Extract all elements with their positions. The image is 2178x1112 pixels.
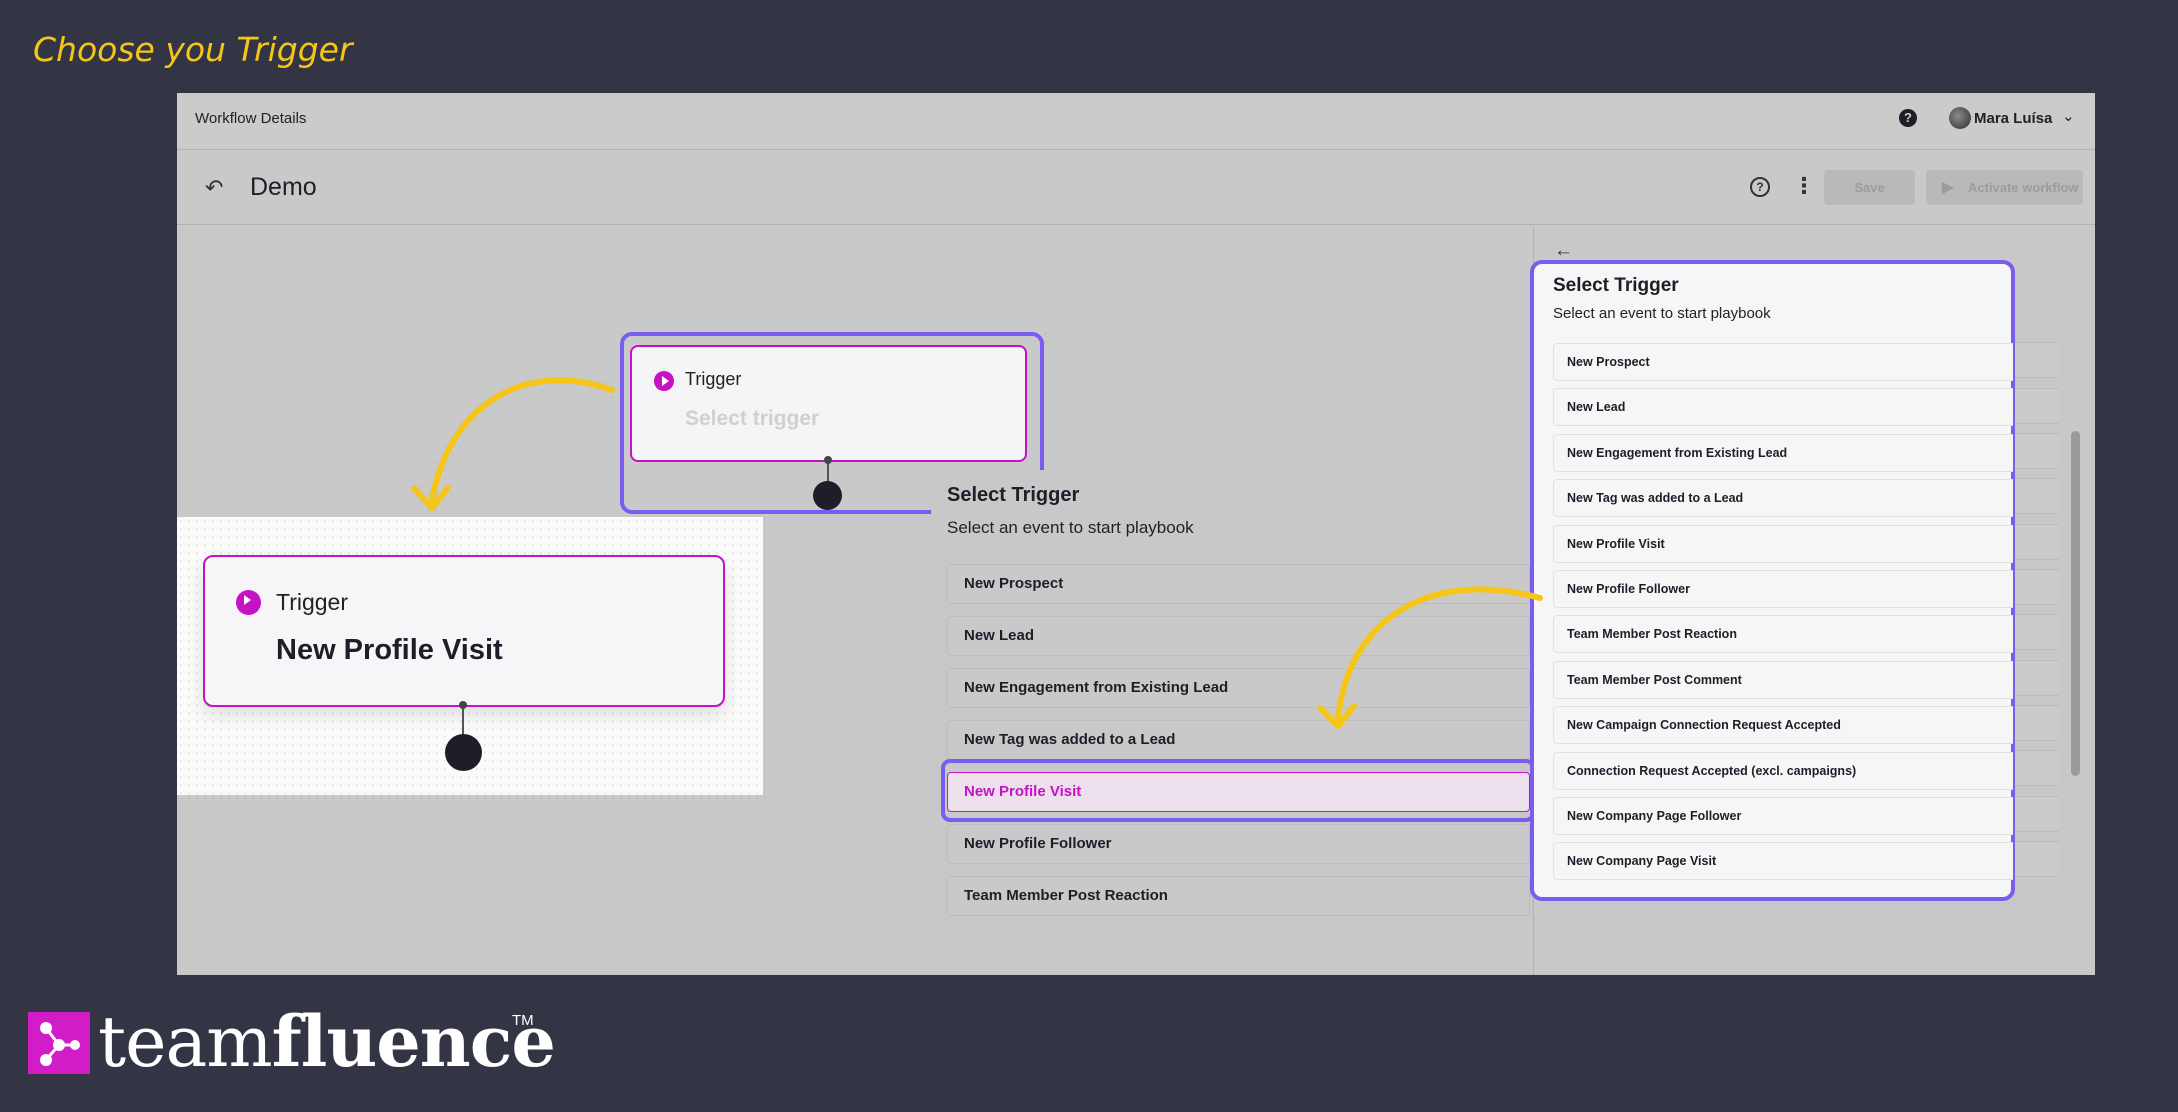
right-list-item[interactable]: Team Member Post Reaction (1553, 615, 2013, 653)
avatar[interactable] (1949, 107, 1971, 129)
brand-wordmark: teamfluence (98, 1000, 556, 1084)
right-list-item[interactable]: New Engagement from Existing Lead (1553, 434, 2013, 472)
right-list-item[interactable]: Connection Request Accepted (excl. campa… (1553, 752, 2013, 790)
panel-back-icon[interactable]: ← (1554, 240, 1573, 261)
page-headline: Choose you Trigger (33, 30, 353, 69)
middle-list-item[interactable]: New Profile Follower (947, 824, 1530, 864)
right-list-item[interactable]: New Company Page Follower (1553, 797, 2013, 835)
zoom-add-step-handle (445, 734, 482, 771)
back-icon[interactable]: ↶ (205, 175, 224, 200)
zoom-connector (462, 707, 464, 740)
trademark-mark: TM (512, 1012, 534, 1029)
topbar-title: Workflow Details (195, 110, 307, 127)
user-name[interactable]: Mara Luísa (1974, 110, 2053, 127)
zoom-connector-knob (459, 701, 467, 709)
workflow-name: Demo (250, 173, 317, 201)
zoom-trigger-value: New Profile Visit (276, 634, 503, 666)
right-list-item[interactable]: New Profile Follower (1553, 570, 2013, 608)
chevron-down-icon[interactable]: ⌄ (2062, 108, 2075, 125)
trigger-node-label: Trigger (685, 369, 742, 389)
question-icon[interactable]: ? (1750, 177, 1770, 197)
middle-list-item-selected[interactable]: New Profile Visit (947, 772, 1530, 812)
trigger-play-icon (654, 371, 674, 391)
right-list-item[interactable]: New Campaign Connection Request Accepted (1553, 706, 2013, 744)
brand-logo-icon (28, 1012, 90, 1074)
add-step-handle[interactable] (813, 481, 842, 510)
middle-list-item[interactable]: New Lead (947, 616, 1530, 656)
activate-workflow-button[interactable]: ▶ Activate workflow (1926, 170, 2083, 205)
middle-list-item[interactable]: New Engagement from Existing Lead (947, 668, 1530, 708)
zoomed-trigger-card (203, 555, 725, 707)
middle-list-title: Select Trigger (947, 484, 1080, 506)
top-bar: Workflow Details ? Mara Luísa ⌄ (177, 93, 2095, 150)
right-list-item[interactable]: New Prospect (1553, 343, 2013, 381)
middle-list-subtitle: Select an event to start playbook (947, 518, 1194, 537)
brand-light: team (98, 1001, 273, 1083)
more-options-icon[interactable]: ⋮ (1793, 173, 1815, 198)
middle-list-item[interactable]: New Prospect (947, 564, 1530, 604)
trigger-node-placeholder: Select trigger (685, 407, 820, 430)
right-list-title: Select Trigger (1553, 275, 1679, 296)
right-list-item[interactable]: Team Member Post Comment (1553, 661, 2013, 699)
trigger-node-card[interactable] (630, 345, 1027, 462)
play-icon: ▶ (1942, 179, 1954, 196)
zoom-trigger-label: Trigger (276, 589, 348, 615)
middle-list-item[interactable]: New Tag was added to a Lead (947, 720, 1530, 760)
node-connector (827, 462, 829, 492)
panel-scrollbar[interactable] (2071, 431, 2080, 776)
help-icon[interactable]: ? (1899, 109, 1917, 127)
connector-knob[interactable] (824, 456, 832, 464)
selected-item-highlight (941, 759, 1535, 822)
right-list-item[interactable]: New Lead (1553, 388, 2013, 426)
activate-label: Activate workflow (1968, 180, 2079, 195)
right-list-item[interactable]: New Tag was added to a Lead (1553, 479, 2013, 517)
brand-bold: fluence (271, 1000, 556, 1083)
middle-list-item[interactable]: Team Member Post Reaction (947, 876, 1530, 916)
right-list-subtitle: Select an event to start playbook (1553, 305, 1771, 322)
right-list-item[interactable]: New Company Page Visit (1553, 842, 2013, 880)
workflow-header: ↶ Demo ? ⋮ Save ▶ Activate workflow (177, 151, 2095, 225)
right-list-item[interactable]: New Profile Visit (1553, 525, 2013, 563)
save-button[interactable]: Save (1824, 170, 1915, 205)
zoom-play-icon (236, 590, 261, 615)
